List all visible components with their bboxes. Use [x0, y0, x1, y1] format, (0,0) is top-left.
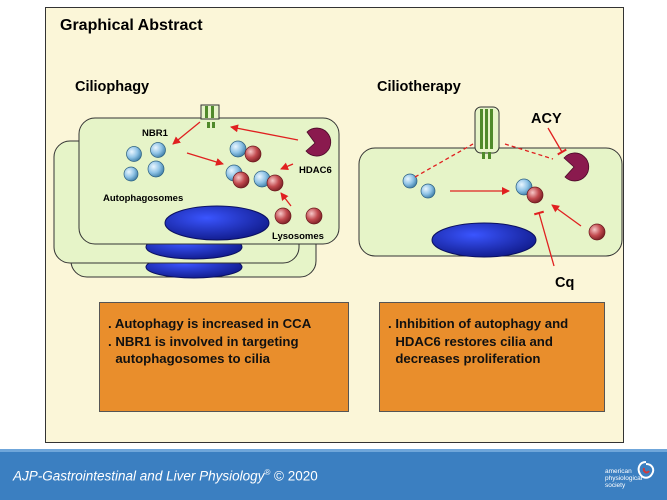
ciliophagy-heading: Ciliophagy: [75, 79, 150, 95]
society-line-2: physiological: [605, 475, 643, 482]
hdac6-icon: [305, 127, 332, 157]
left-arrows: [172, 121, 299, 207]
acy-label: ACY: [531, 111, 562, 127]
copyright-year: © 2020: [274, 468, 318, 484]
cq-label: Cq: [555, 275, 575, 291]
acy-target-icon: [563, 152, 590, 182]
ciliophagy-finding-1: . Autophagy is increased in CCA: [108, 316, 312, 331]
ciliotherapy-findings-box: . Inhibition of autophagy and HDAC6 rest…: [379, 302, 605, 412]
registered-mark: ®: [264, 468, 271, 477]
front-nucleus: [164, 205, 270, 241]
ciliophagy-finding-2: . NBR1 is involved in targeting: [108, 333, 299, 349]
society-logo: american physiological society: [605, 458, 657, 496]
journal-citation: AJP-Gastrointestinal and Liver Physiolog…: [13, 468, 318, 484]
journal-name: AJP-Gastrointestinal and Liver Physiolog…: [13, 468, 265, 484]
left-autolysosomes: [225, 140, 284, 192]
left-cell-stack: [53, 117, 340, 279]
autophagosomes-label: Autophagosomes: [103, 193, 184, 204]
right-arrows: [414, 127, 582, 267]
left-autophagosomes: [123, 142, 166, 182]
ciliotherapy-finding-2: HDAC6 restores cilia and: [388, 333, 553, 349]
ciliotherapy-finding-3: decreases proliferation: [388, 351, 541, 366]
abstract-frame: Graphical Abstract Ciliophagy NBR1 HDAC6…: [45, 7, 624, 443]
abstract-title: Graphical Abstract: [60, 17, 203, 34]
journal-footer: AJP-Gastrointestinal and Liver Physiolog…: [0, 449, 667, 500]
hdac6-label: HDAC6: [299, 165, 332, 176]
society-line-1: american: [605, 468, 632, 475]
lysosomes-label: Lysosomes: [272, 231, 324, 242]
ciliophagy-findings-box: . Autophagy is increased in CCA . NBR1 i…: [99, 302, 349, 412]
society-emblem-icon: [637, 461, 655, 479]
left-cilium: [200, 104, 220, 128]
left-lysosomes: [274, 207, 323, 225]
right-cell: [358, 106, 623, 258]
diagram-canvas: [53, 104, 623, 279]
ciliotherapy-finding-1: . Inhibition of autophagy and: [388, 316, 569, 331]
right-vesicles: [402, 173, 606, 241]
society-line-3: society: [605, 482, 626, 489]
ciliotherapy-heading: Ciliotherapy: [377, 79, 461, 95]
nbr1-label: NBR1: [142, 128, 168, 139]
right-nucleus: [431, 222, 537, 258]
ciliophagy-finding-3: autophagosomes to cilia: [108, 351, 270, 366]
